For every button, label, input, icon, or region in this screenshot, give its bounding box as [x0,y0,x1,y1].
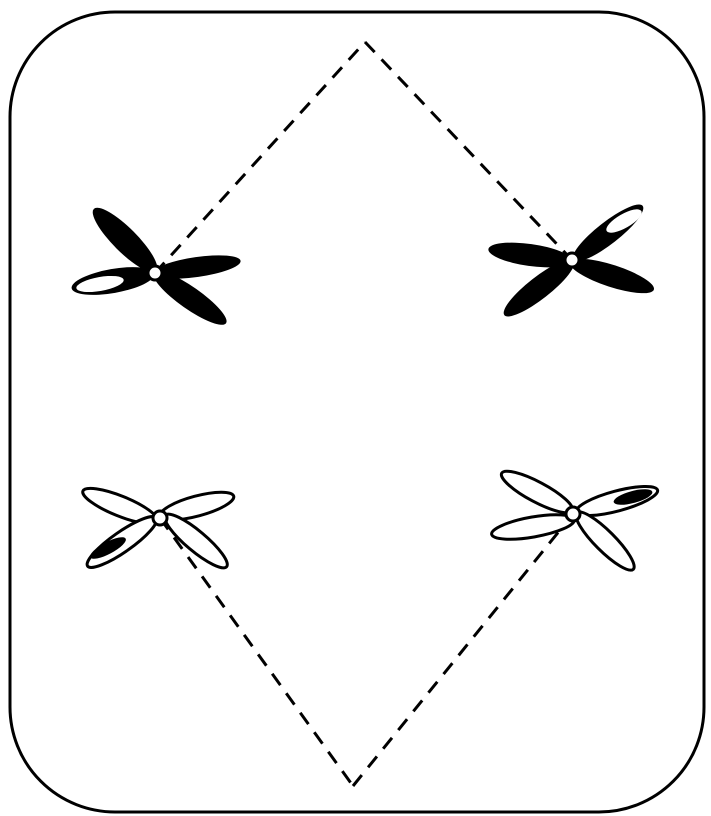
hub-bottom-right [566,507,580,521]
frame-border [10,12,704,812]
hub-top-right [565,253,579,267]
hub-bottom-left [153,511,167,525]
hub-top-left [148,266,162,280]
